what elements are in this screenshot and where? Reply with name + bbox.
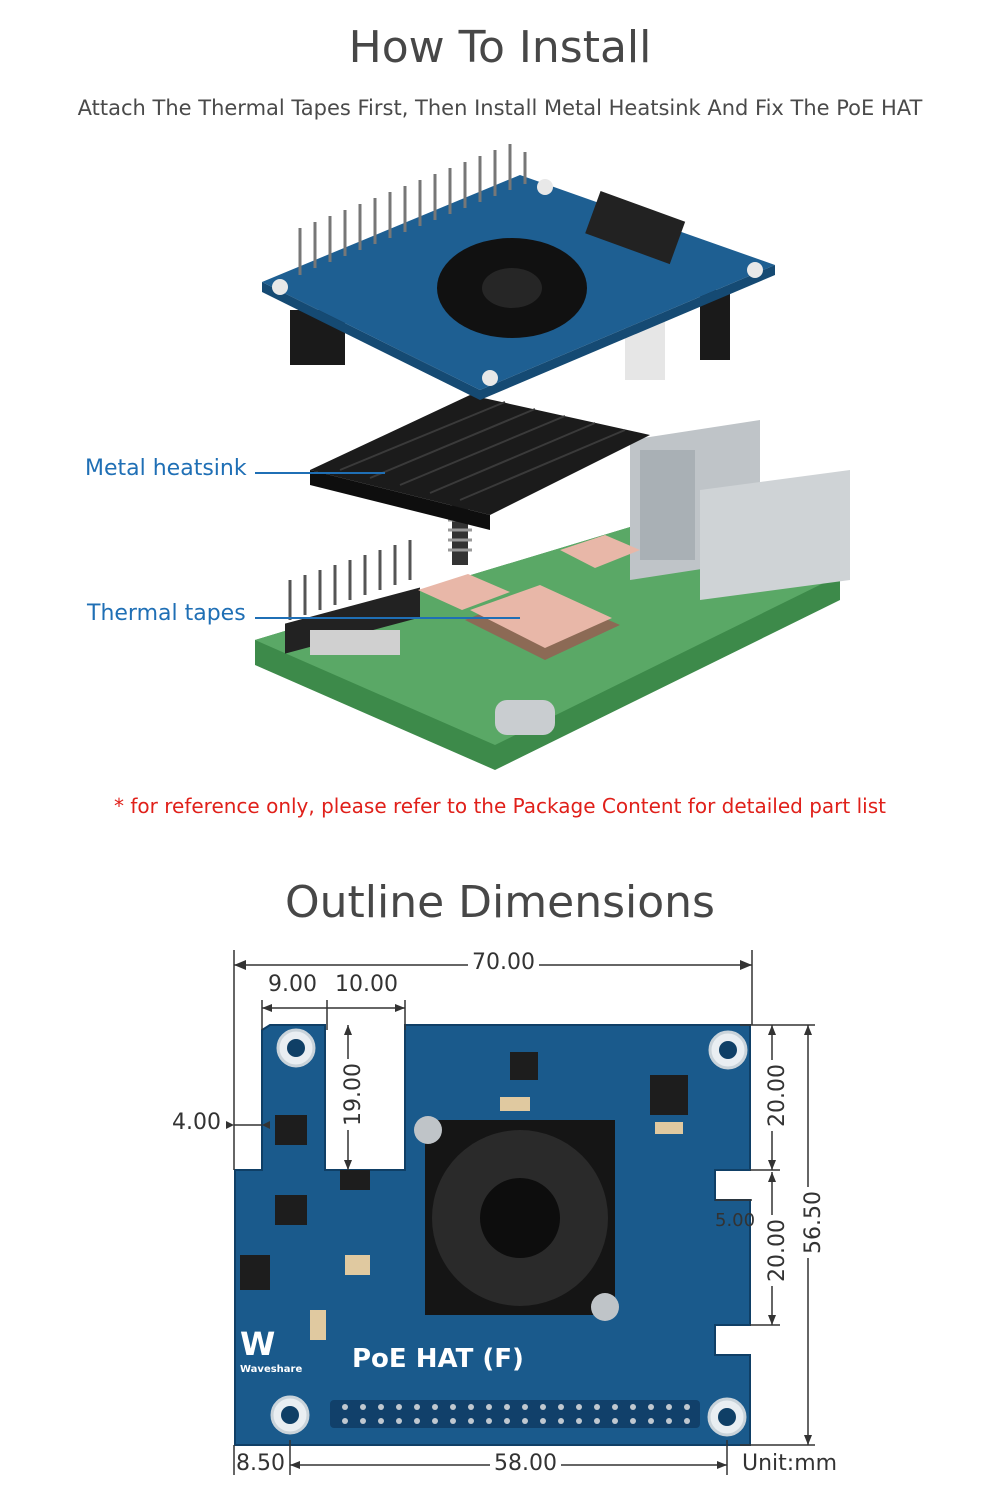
dim-8-5: 8.50 [236,1451,285,1476]
dim-58: 58.00 [490,1451,561,1476]
thermal-pad-ram [560,535,640,568]
board-label: PoE HAT (F) [352,1344,524,1374]
fan [425,1120,615,1315]
raspberry-pi-board [255,420,850,770]
metal-heatsink [310,395,650,530]
install-title: How To Install [348,22,652,73]
callout-metal-heatsink: Metal heatsink [85,456,247,481]
dim-5: 5.00 [715,1210,756,1231]
outline-title: Outline Dimensions [285,877,715,928]
dim-4: 4.00 [172,1110,221,1135]
reference-note: * for reference only, please refer to th… [114,794,886,818]
dim-width: 70.00 [468,950,539,975]
callout-thermal-tapes: Thermal tapes [87,601,246,626]
brand-label: Waveshare [240,1364,303,1375]
dim-20-bottom: 20.00 [764,1215,790,1286]
waveshare-logo: W [240,1325,275,1363]
unit-label: Unit:mm [742,1451,838,1476]
dim-9: 9.00 [268,972,317,997]
dim-19: 19.00 [340,1059,366,1130]
dim-20-top: 20.00 [764,1060,790,1131]
dim-height: 56.50 [800,1187,826,1258]
poe-hat-board [262,144,775,400]
dim-10: 10.00 [335,972,398,997]
thermal-pad-large [470,585,612,648]
thermal-pad-small [418,574,510,610]
install-subtitle: Attach The Thermal Tapes First, Then Ins… [77,96,923,120]
